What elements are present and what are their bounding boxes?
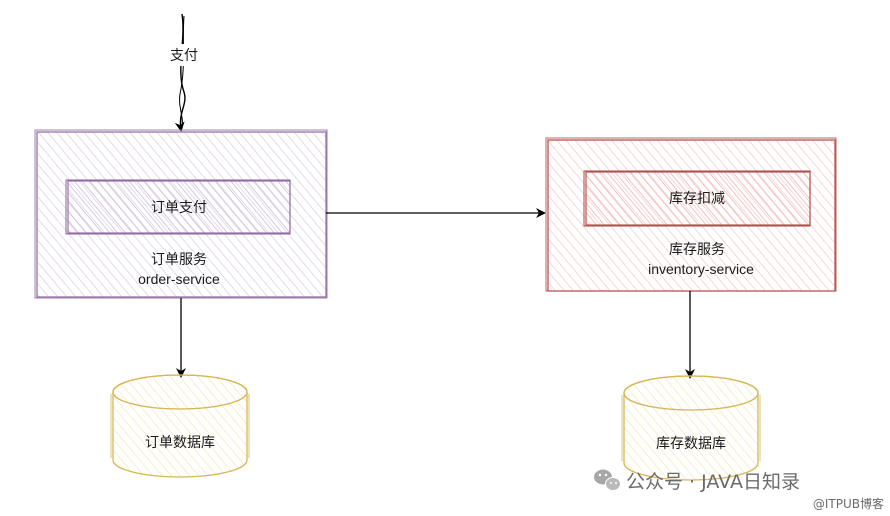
- inventory-service-title-en: inventory-service: [648, 261, 754, 277]
- payment-label: 支付: [170, 47, 198, 63]
- inventory-database-label: 库存数据库: [656, 435, 726, 451]
- inventory-deduct-label: 库存扣减: [669, 190, 725, 206]
- inventory-service-title-cn: 库存服务: [669, 241, 725, 257]
- inventory-database-cylinder: [621, 375, 761, 481]
- payment-label-bg: [166, 44, 202, 66]
- order-database-cylinder: [110, 374, 250, 478]
- order-payment-label: 订单支付: [151, 199, 207, 215]
- inventory-deduct-module: [583, 170, 811, 227]
- watermark-site: @ITPUB博客: [813, 496, 884, 511]
- order-service-title-cn: 订单服务: [151, 251, 207, 267]
- watermark-channel: 公众号 · JAVA日知录: [626, 471, 800, 493]
- payment-input-arrow: [174, 13, 186, 132]
- order-service-title-en: order-service: [138, 271, 220, 287]
- order-database-label: 订单数据库: [145, 434, 215, 450]
- order-payment-module: [65, 179, 291, 235]
- wechat-icon: [594, 469, 621, 491]
